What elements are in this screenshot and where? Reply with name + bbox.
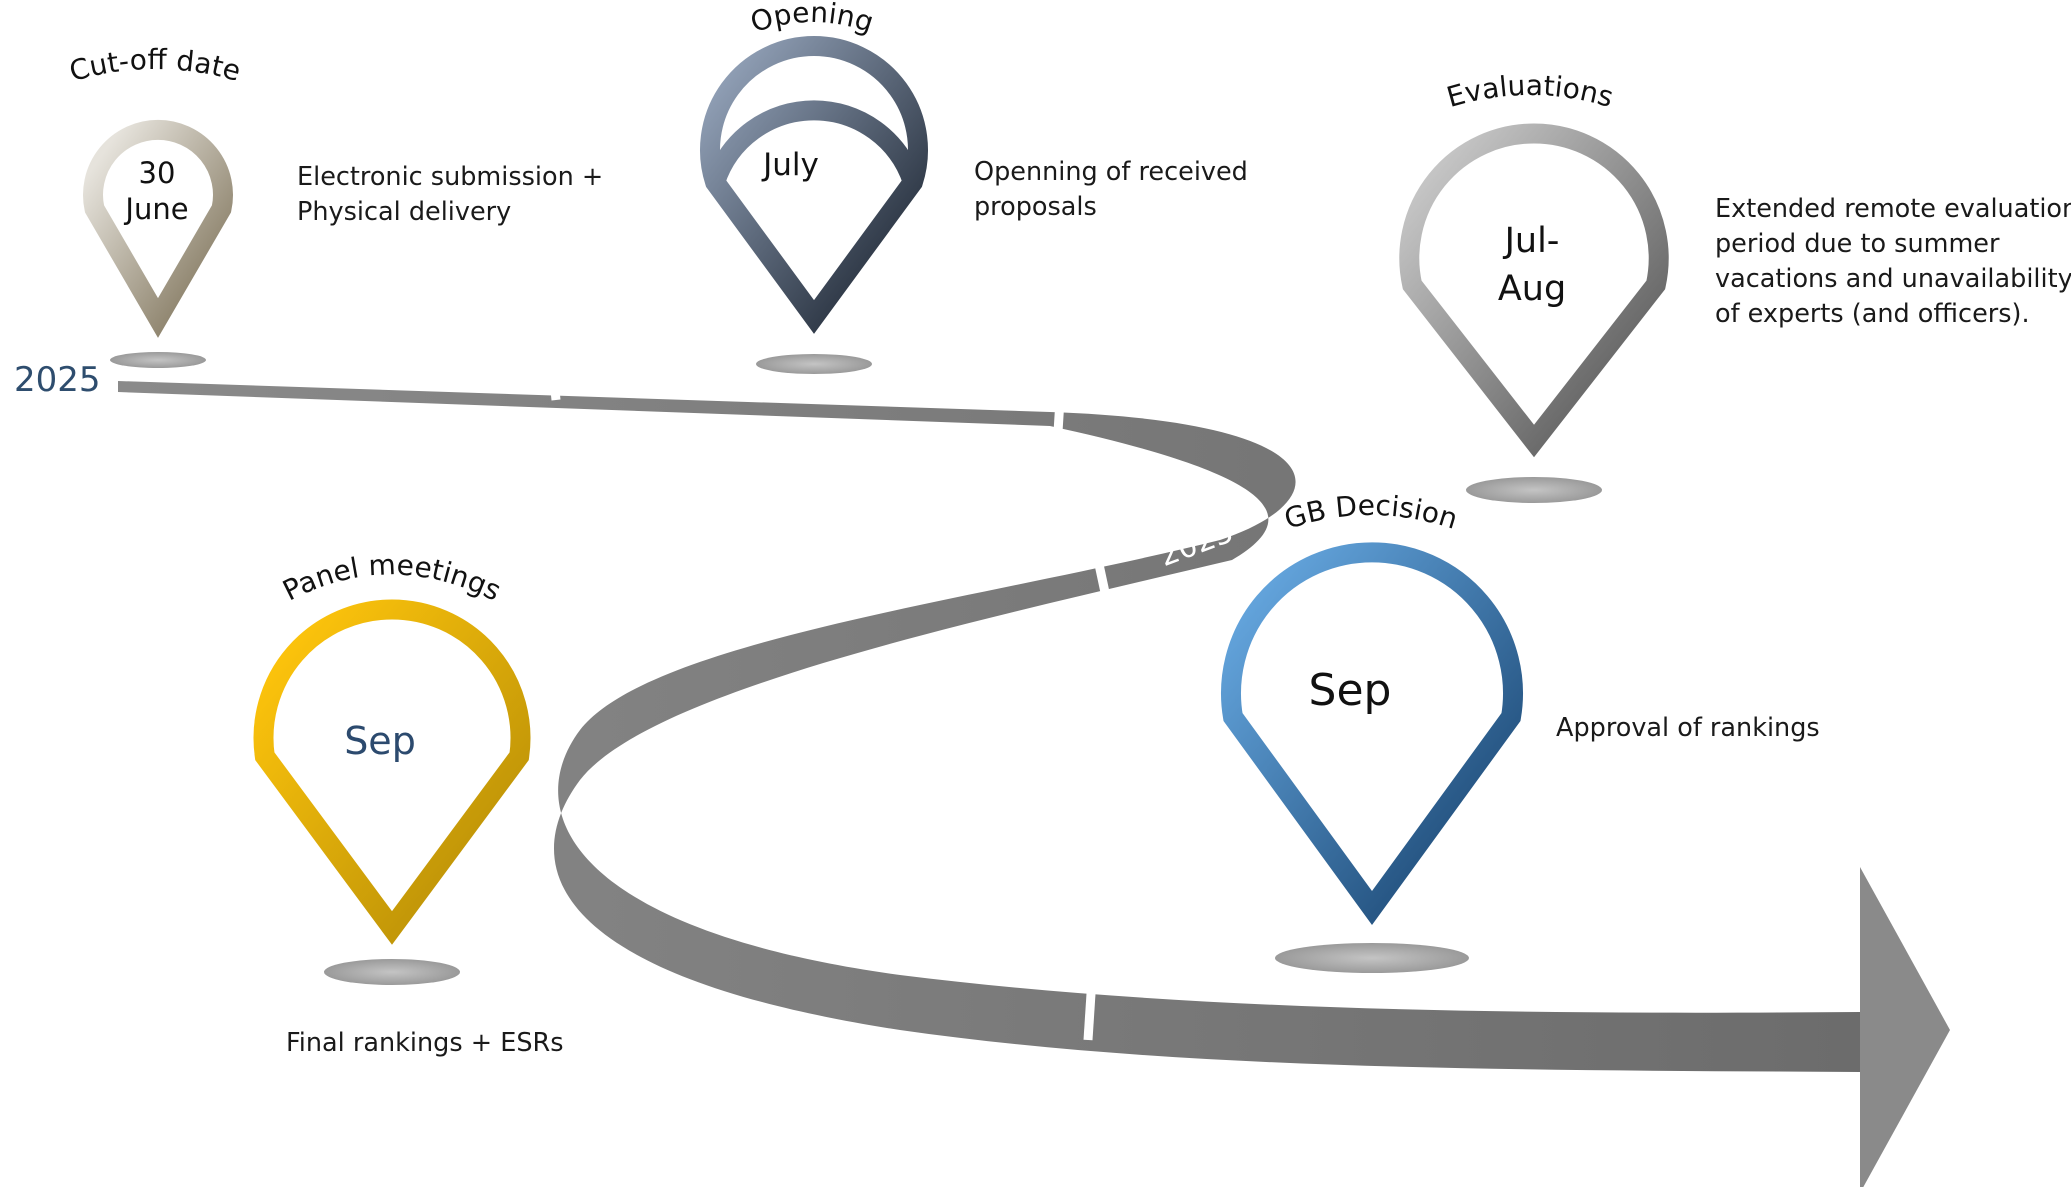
pin-shadow-2: [1466, 477, 1602, 503]
milestone-title-4: GB Decision: [1280, 489, 1461, 536]
milestone-desc-3: Final rankings + ESRs: [286, 1026, 564, 1061]
pin-shadow-0: [110, 352, 206, 368]
milestone-date-1: July: [761, 147, 819, 183]
desc-line: Approval of rankings: [1556, 713, 1820, 743]
road-arrowhead: [1860, 867, 1950, 1187]
map-pin-icon: [700, 36, 928, 334]
pin-panel-meetings: [253, 599, 531, 945]
milestone-date-3: Sep: [344, 719, 416, 763]
milestone-title-1: Opening: [747, 0, 878, 39]
desc-line: Openning of received: [974, 157, 1248, 187]
milestone-desc-1: Openning of received proposals: [974, 155, 1248, 225]
map-pin-icon: [253, 599, 531, 945]
desc-line: Extended remote evaluation: [1715, 194, 2071, 224]
milestone-desc-0: Electronic submission + Physical deliver…: [297, 160, 603, 230]
desc-line: Electronic submission +: [297, 162, 604, 192]
desc-line: of experts (and officers).: [1715, 299, 2030, 329]
milestone-title-0: Cut-off date: [66, 43, 244, 88]
road-gaps: [548, 369, 1111, 1041]
desc-line: proposals: [974, 192, 1097, 222]
pin-shadows: [110, 352, 1602, 985]
timeline-road: [118, 369, 1950, 1187]
pin-cut-off-date: [83, 120, 233, 338]
map-pin-icon: [1399, 123, 1669, 458]
pin-shadow-3: [324, 959, 460, 985]
map-pin-icon: [1221, 542, 1523, 925]
pin-shadow-4: [1275, 943, 1469, 973]
desc-line: vacations and unavailability: [1715, 264, 2071, 294]
start-year-label: 2025: [14, 360, 101, 400]
pin-shadow-1: [756, 354, 872, 374]
milestone-title-3: Panel meetings: [277, 548, 506, 607]
milestone-date-4: Sep: [1309, 665, 1392, 716]
pin-evaluations: [1399, 123, 1669, 458]
desc-line: Final rankings + ESRs: [286, 1028, 564, 1058]
milestone-desc-4: Approval of rankings: [1556, 711, 1820, 746]
desc-line: period due to summer: [1715, 229, 2000, 259]
pin-opening: [700, 36, 928, 334]
milestone-title-2: Evaluations: [1443, 69, 1617, 114]
desc-line: Physical delivery: [297, 197, 512, 227]
milestone-date-2: Jul-Aug: [1498, 221, 1566, 309]
milestone-desc-2: Extended remote evaluation period due to…: [1715, 192, 2071, 332]
map-pin-icon: [83, 120, 233, 338]
pin-gb-decision: [1221, 542, 1523, 925]
